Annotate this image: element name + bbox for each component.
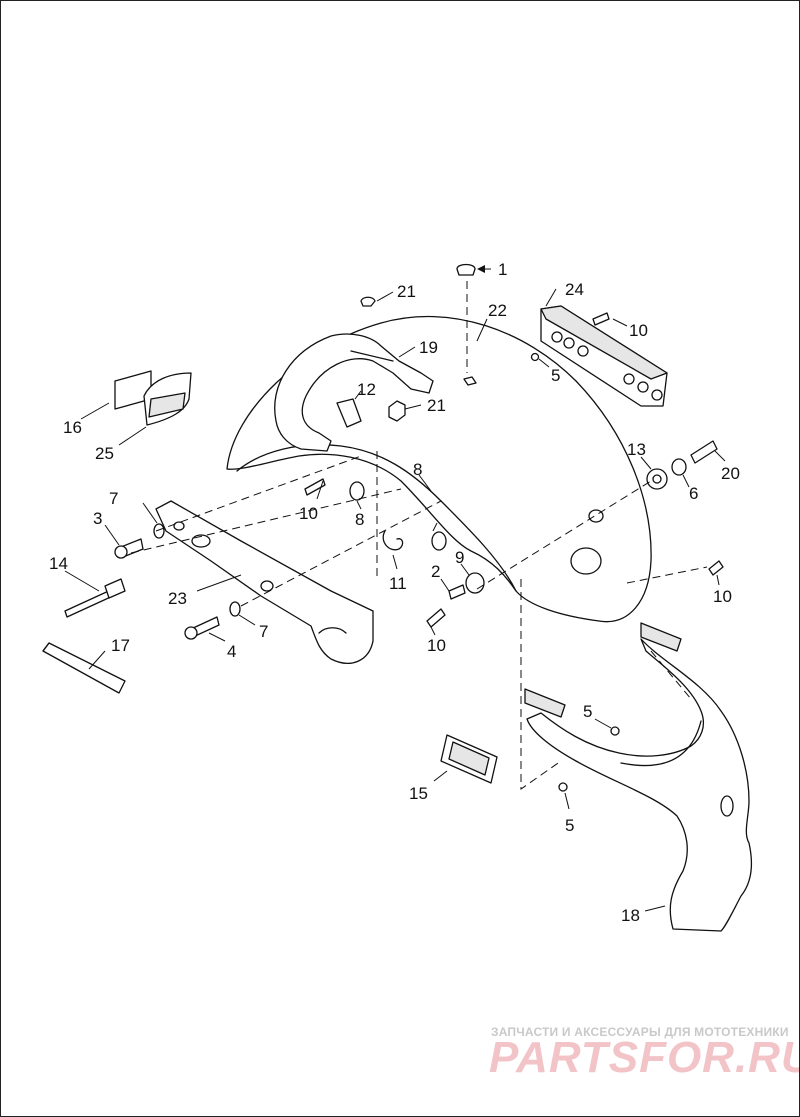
bracket-hole-6	[651, 389, 663, 401]
callout-16: 16	[63, 418, 82, 437]
washer-part-5-middle	[610, 726, 620, 736]
callout-8-lower: 8	[413, 460, 422, 479]
extension-tab-upper	[640, 622, 682, 652]
bracket-hole-3	[577, 345, 589, 357]
callout-5-lower: 5	[565, 816, 574, 835]
rail-lower-notch	[318, 627, 347, 634]
screw-part-10-lower-left	[426, 608, 446, 628]
extension-tab-lower	[524, 688, 566, 718]
washer-part-5-upper	[530, 352, 540, 362]
callout-5-upper: 5	[551, 366, 560, 385]
clip-part-11	[382, 530, 404, 551]
callout-24: 24	[565, 280, 584, 299]
assembly-line-6	[476, 480, 652, 590]
callout-25: 25	[95, 444, 114, 463]
clip-part-12	[336, 398, 362, 428]
washer-part-5-lower	[558, 782, 568, 792]
callout-18: 18	[621, 906, 640, 925]
callout-2: 2	[431, 562, 440, 581]
bracket-hole-2	[563, 337, 575, 349]
stud-hex	[104, 578, 126, 599]
screw-part-2	[448, 584, 466, 600]
rail-hole-1	[173, 521, 185, 531]
support-slot	[350, 350, 394, 362]
callout-21-lower: 21	[427, 396, 446, 415]
grommet-part-9	[465, 572, 485, 594]
assembly-line-9	[650, 650, 692, 700]
rail-hole-2	[191, 534, 211, 548]
callout-4: 4	[227, 642, 236, 661]
grommet-part-8-upper	[349, 481, 365, 501]
callout-10-upper-left: 10	[299, 504, 318, 523]
assembly-line-2	[155, 455, 362, 532]
callout-3: 3	[93, 509, 102, 528]
washer-part-6	[671, 458, 687, 476]
callout-12: 12	[357, 380, 376, 399]
screw-4-head	[184, 626, 198, 640]
reflector-15-inner	[448, 741, 490, 776]
watermark-caption: ЗАПЧАСТИ И АКСЕССУАРЫ ДЛЯ МОТОТЕХНИКИ	[491, 1025, 789, 1039]
callout-22: 22	[488, 301, 507, 320]
plug-part-1	[456, 263, 476, 276]
bracket-flange	[540, 305, 668, 380]
extension-hole	[720, 795, 734, 817]
fender-support-part-19	[274, 333, 434, 452]
extension-inner-edge	[620, 720, 702, 767]
callout-20: 20	[721, 464, 740, 483]
screw-part-10-upper-left	[304, 478, 326, 496]
callout-7-upper: 7	[109, 489, 118, 508]
callout-1: 1	[498, 260, 507, 279]
fender-inner-edge	[236, 444, 517, 592]
watermark-brand-logo[interactable]: PARTSFOR.RU	[489, 1033, 800, 1082]
callout-8-upper: 8	[355, 510, 364, 529]
washer-part-7-upper	[153, 523, 165, 539]
bracket-hole-4	[623, 373, 635, 385]
assembly-line-3	[130, 488, 402, 554]
callout-7-lower: 7	[259, 622, 268, 641]
assembly-line-4	[240, 500, 442, 607]
reflector-25-face	[148, 392, 186, 418]
screw-3-head	[114, 545, 128, 559]
fender-hole	[570, 547, 602, 575]
screw-part-10-right	[708, 560, 724, 576]
fender-mount-hole	[463, 376, 477, 386]
assembly-line-8	[626, 566, 708, 584]
rail-hole-3	[260, 580, 274, 592]
bracket-hole-5	[637, 381, 649, 393]
callout-11: 11	[389, 574, 407, 593]
rear-fender-part-22	[226, 315, 652, 623]
assembly-line-7	[520, 579, 562, 790]
callout-17: 17	[111, 636, 130, 655]
bolt-part-20	[690, 440, 718, 464]
callout-10-bracket: 10	[629, 321, 648, 340]
callout-5-middle: 5	[583, 702, 592, 721]
washer-part-13-inner	[652, 474, 662, 484]
bar-end	[42, 642, 50, 652]
callout-19: 19	[419, 338, 438, 357]
bracket-hole-1	[551, 331, 563, 343]
callout-15: 15	[409, 784, 428, 803]
callout-23: 23	[168, 589, 187, 608]
grommet-part-8-lower	[431, 531, 447, 551]
callout-10-right: 10	[713, 587, 732, 606]
nut-part-21-lower	[388, 400, 406, 422]
washer-part-7-lower	[229, 601, 241, 617]
callout-21-upper: 21	[397, 282, 416, 301]
callout-6: 6	[689, 484, 698, 503]
clip-part-21-upper	[360, 296, 376, 307]
screw-part-10-bracket	[592, 312, 610, 326]
callout-10-lower-left: 10	[427, 636, 446, 655]
callout-14: 14	[49, 554, 68, 573]
callout-13: 13	[627, 440, 646, 459]
callout-9: 9	[455, 548, 464, 567]
